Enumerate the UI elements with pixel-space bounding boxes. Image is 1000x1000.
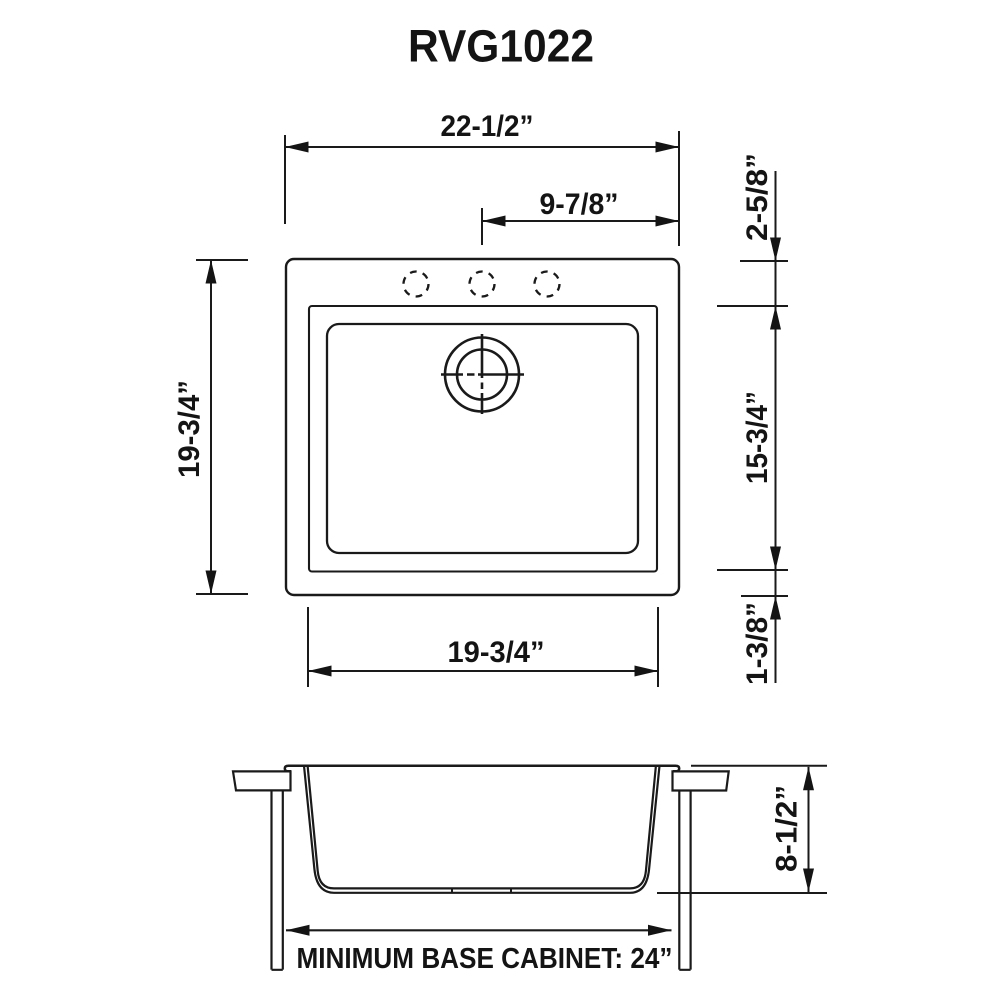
svg-text:15-3/4”: 15-3/4” <box>741 391 774 484</box>
svg-text:19-3/4”: 19-3/4” <box>173 380 206 478</box>
svg-text:8-1/2”: 8-1/2” <box>771 785 804 872</box>
svg-text:MINIMUM BASE CABINET: 24”: MINIMUM BASE CABINET: 24” <box>297 943 673 975</box>
svg-text:RVG1022: RVG1022 <box>408 21 594 72</box>
svg-text:9-7/8”: 9-7/8” <box>540 188 619 221</box>
svg-text:19-3/4”: 19-3/4” <box>448 636 545 669</box>
svg-text:22-1/2”: 22-1/2” <box>441 110 534 143</box>
svg-text:2-5/8”: 2-5/8” <box>741 153 774 241</box>
svg-text:1-3/8”: 1-3/8” <box>741 602 774 685</box>
